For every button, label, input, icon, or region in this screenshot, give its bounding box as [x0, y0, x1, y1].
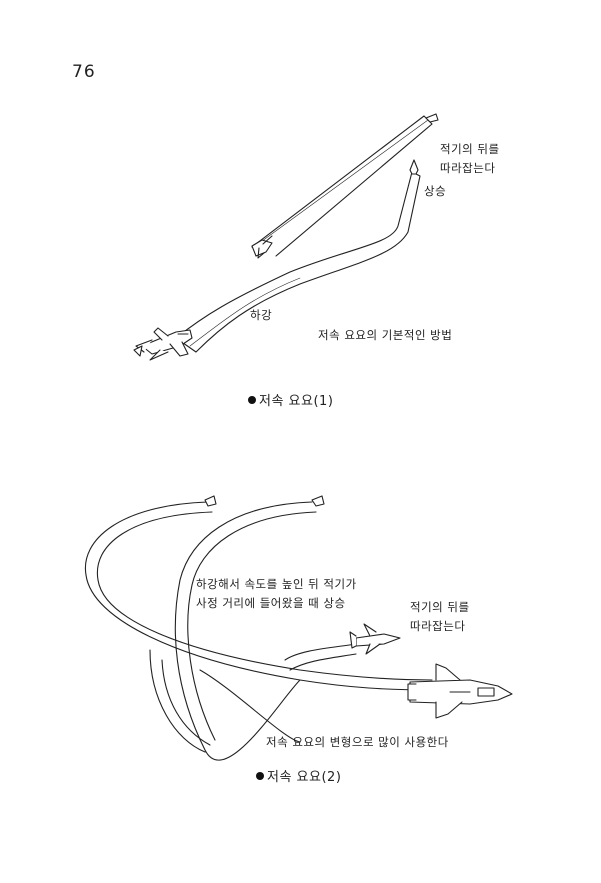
label-line: 따라잡는다 [410, 619, 466, 633]
figure-2-caption-text: 저속 요요(2) [267, 770, 342, 785]
figure-1-label-follow: 적기의 뒤를 따라잡는다 [440, 140, 500, 178]
own-aircraft-far-icon [311, 495, 325, 507]
figure-1-label-basic: 저속 요요의 기본적인 방법 [318, 328, 453, 342]
label-line: 적기의 뒤를 [410, 600, 470, 614]
figure-2-caption: 저속 요요(2) [256, 766, 341, 785]
enemy-aircraft-icon [251, 235, 273, 259]
own-flight-path-outer [84, 501, 431, 691]
bullet-icon [256, 772, 264, 780]
label-line: 하강해서 속도를 높인 뒤 적기가 [196, 577, 357, 591]
own-flight-path-loop [174, 501, 313, 761]
figure-1-caption: 저속 요요(1) [248, 390, 333, 409]
bullet-icon [248, 396, 256, 404]
enemy-aircraft-far-icon [204, 495, 217, 507]
own-aircraft-climb-icon [409, 159, 419, 175]
figure-2-label-variant: 저속 요요의 변형으로 많이 사용한다 [266, 735, 449, 749]
own-flight-path [175, 171, 421, 353]
figure-2-label-descend-note: 하강해서 속도를 높인 뒤 적기가 사정 거리에 들어왔을 때 상승 [196, 575, 357, 613]
page-number: 76 [72, 62, 96, 82]
figure-1-caption-text: 저속 요요(1) [259, 394, 334, 409]
own-aircraft-icon [407, 663, 513, 719]
label-line: 적기의 뒤를 [440, 142, 500, 156]
figure-2-label-follow: 적기의 뒤를 따라잡는다 [410, 598, 470, 636]
figure-1-label-descend: 하강 [250, 308, 273, 322]
label-line: 사정 거리에 들어왔을 때 상승 [196, 596, 346, 610]
label-line: 따라잡는다 [440, 161, 496, 175]
enemy-aircraft-icon [349, 623, 401, 655]
figure-1-label-climb: 상승 [424, 184, 447, 198]
enemy-aircraft-far-icon [425, 113, 439, 123]
own-aircraft-icon [133, 327, 193, 361]
